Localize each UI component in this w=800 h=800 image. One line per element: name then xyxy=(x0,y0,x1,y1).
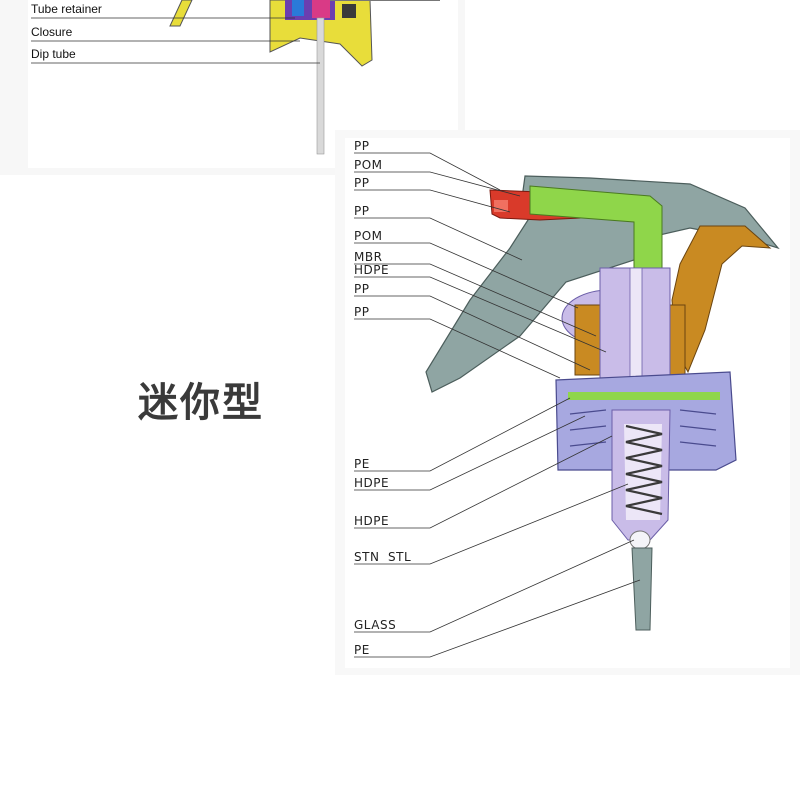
part-label-pe-2: PE xyxy=(354,643,370,657)
part-label-pp-2: PP xyxy=(354,176,370,190)
part-label-pp-1: PP xyxy=(354,139,370,153)
part-label-hdpe-3: HDPE xyxy=(354,514,390,528)
spring xyxy=(625,424,663,516)
amber-lever xyxy=(671,225,772,374)
part-label-pp-3: PP xyxy=(354,204,370,218)
part-label-mbr: MBR xyxy=(354,250,383,264)
part-label-pe-1: PE xyxy=(354,457,370,471)
dip-tube-label: Dip tube xyxy=(31,47,76,61)
part-label-pom-1: POM xyxy=(354,158,383,172)
part-label-pom-2: POM xyxy=(354,229,383,243)
ball-valve xyxy=(629,530,651,550)
part-leader-lines xyxy=(354,152,641,658)
tube-retainer-label: Tube retainer xyxy=(31,2,102,16)
part-label-hdpe-1: HDPE xyxy=(354,263,390,277)
dip-tube xyxy=(631,547,653,631)
upper-leader-lines xyxy=(31,17,320,64)
part-label-stn-stl: STN STL xyxy=(354,550,412,564)
mini-type-title: 迷你型 xyxy=(138,380,264,426)
closure-label: Closure xyxy=(31,25,73,39)
upper-sprayer-partial xyxy=(169,0,440,155)
trigger-body xyxy=(425,175,780,393)
part-label-pp-5: PP xyxy=(354,305,370,319)
part-label-hdpe-2: HDPE xyxy=(354,476,390,490)
part-label-glass: GLASS xyxy=(354,618,397,632)
part-label-pp-4: PP xyxy=(354,282,370,296)
